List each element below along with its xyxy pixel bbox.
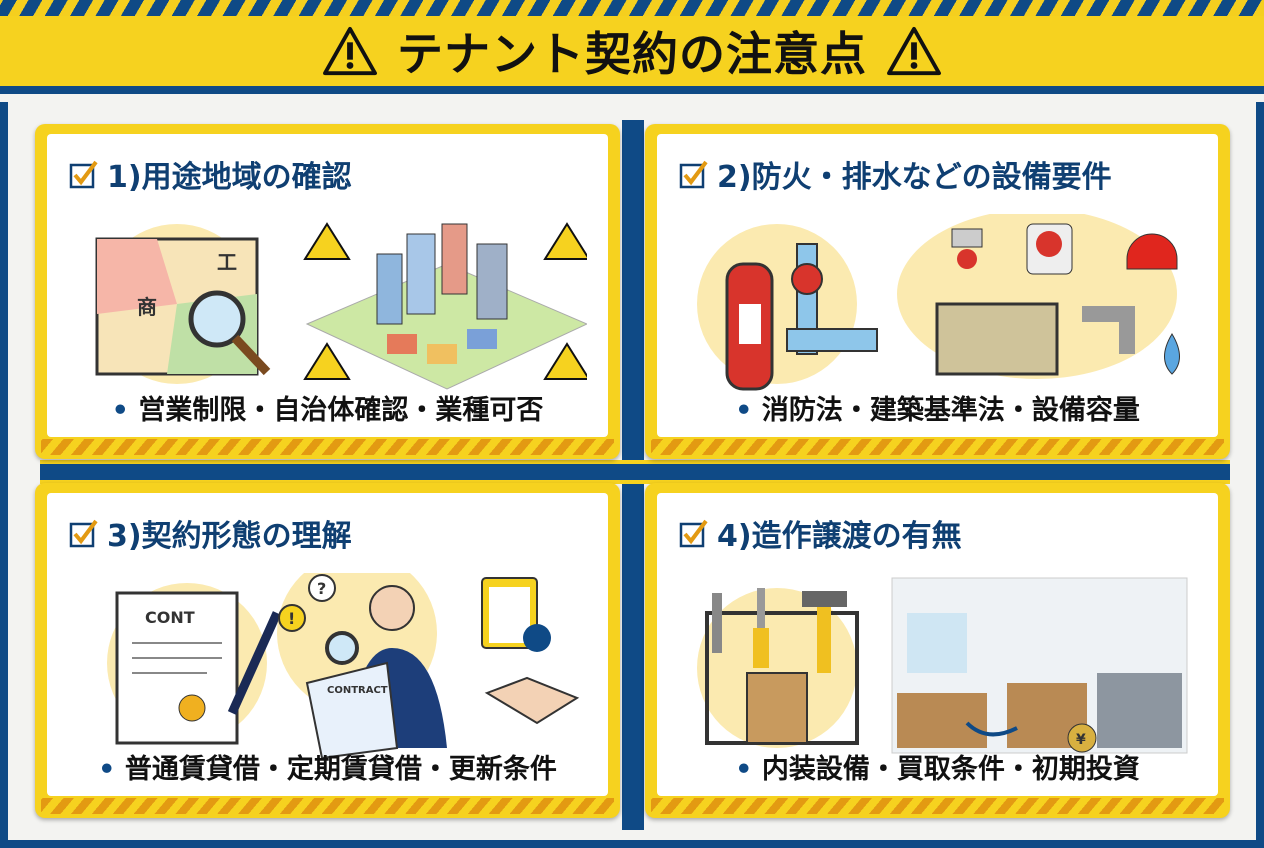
checkbox-icon — [69, 519, 98, 548]
svg-text:商: 商 — [137, 295, 157, 319]
svg-text:工: 工 — [217, 250, 237, 274]
page-title: テナント契約の注意点 — [397, 27, 867, 81]
svg-text:¥: ¥ — [1076, 732, 1086, 748]
fire-drainage-illustration — [697, 214, 1180, 391]
screwdriver-icon — [757, 588, 765, 633]
contract-illustration: CONT CONTRACT ? ! — [107, 573, 580, 758]
svg-text:CONTRACT: CONTRACT — [327, 685, 388, 696]
svg-text:!: ! — [288, 609, 295, 628]
checkbox-icon — [679, 160, 708, 189]
card-title: 2)防火・排水などの設備要件 — [717, 160, 1112, 195]
card-footer: 営業制限・自治体確認・業種可否 — [138, 395, 544, 426]
warning-icon — [303, 222, 587, 380]
warning-icon — [323, 26, 377, 76]
card-fixtures-transfer: 4)造作譲渡の有無 ¥ • 内装設備・買取条件・初期投資 — [645, 483, 1230, 818]
card-title: 1)用途地域の確認 — [107, 160, 352, 195]
svg-text:CONT: CONT — [145, 608, 195, 627]
interior-illustration: ¥ — [697, 577, 1188, 754]
svg-text:?: ? — [317, 579, 326, 598]
hazard-stripe — [0, 0, 1264, 16]
card-facilities: 2)防火・排水などの設備要件 • 消防法・建築基準法・設備容量 — [645, 124, 1230, 459]
card-zoning: 1)用途地域の確認 商 工 • 営業制限・自治体確認・業種可否 — [35, 124, 620, 459]
warning-icon — [887, 26, 941, 76]
person-icon — [369, 585, 415, 631]
divider-horizontal — [40, 460, 1230, 484]
handshake-icon — [484, 676, 580, 725]
card-title: 3)契約形態の理解 — [107, 519, 352, 554]
checkbox-icon — [69, 160, 98, 189]
card-footer: 普通賃貸借・定期賃貸借・更新条件 — [124, 754, 557, 785]
hammer-icon — [817, 603, 831, 673]
content-frame — [0, 102, 1264, 848]
card-contract-type: 3)契約形態の理解 CONT CONTRACT ? ! • 普通賃貸借・定期賃貸… — [35, 483, 620, 818]
card-footer: 消防法・建築基準法・設備容量 — [761, 395, 1140, 426]
card-footer: 内装設備・買取条件・初期投資 — [761, 754, 1140, 785]
page-header: テナント契約の注意点 — [0, 16, 1264, 94]
wrench-icon — [712, 593, 722, 653]
zoning-map-illustration: 商 工 — [95, 222, 587, 390]
pen-icon — [227, 611, 282, 715]
checkbox-icon — [679, 519, 708, 548]
card-title: 4)造作譲渡の有無 — [717, 519, 962, 554]
